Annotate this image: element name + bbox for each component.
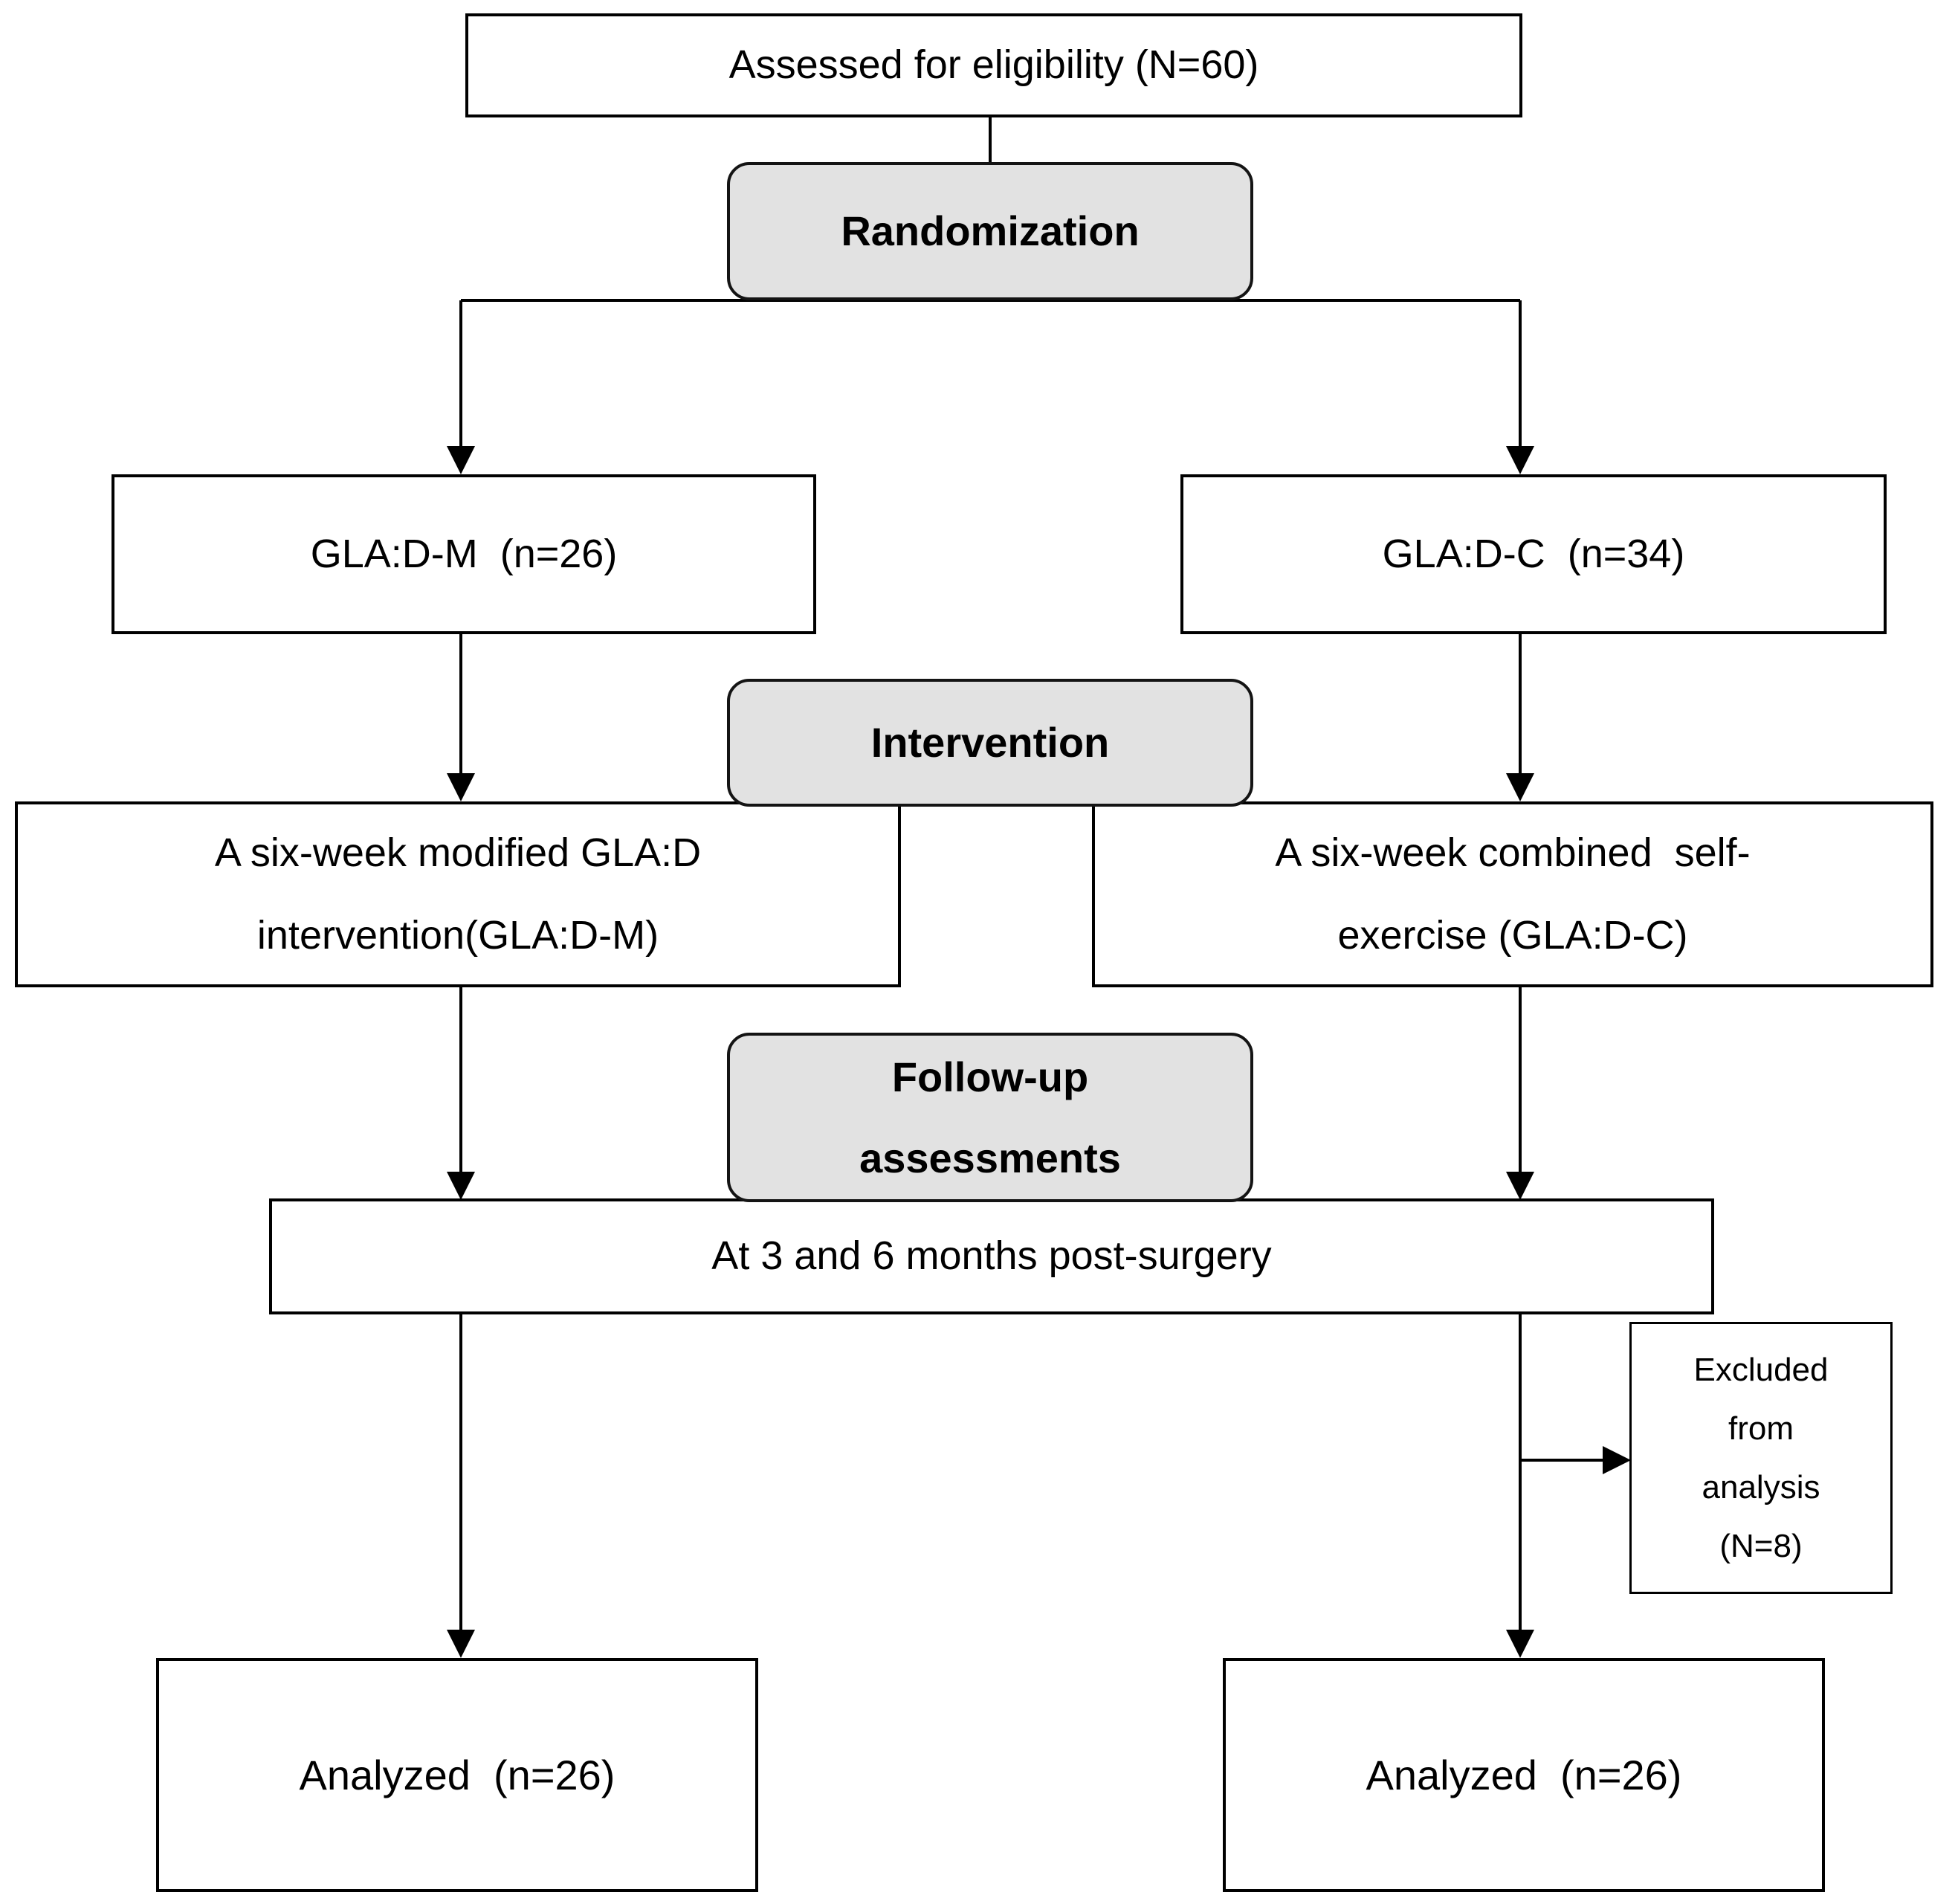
assessed-eligibility-label: Assessed for eligibility (N=60)	[728, 42, 1259, 88]
excluded-from-analysis-label: Excluded from analysis (N=8)	[1693, 1351, 1829, 1565]
timepoint-box: At 3 and 6 months post-surgery	[269, 1198, 1714, 1314]
intervention-glad-c-label: A six-week combined self- exercise (GLA:…	[1275, 830, 1751, 958]
randomization-stage-label: Randomization	[841, 207, 1140, 255]
intervention-glad-m-label: A six-week modified GLA:D intervention(G…	[214, 830, 702, 958]
analyzed-glad-c-box: Analyzed (n=26)	[1223, 1658, 1825, 1892]
intervention-stage-label: Intervention	[870, 719, 1110, 767]
arrowhead-timepoint-left	[447, 1172, 475, 1200]
arm-glad-c-label: GLA:D-C (n=34)	[1382, 531, 1685, 576]
analyzed-glad-m-box: Analyzed (n=26)	[156, 1658, 758, 1892]
excluded-from-analysis-box: Excluded from analysis (N=8)	[1629, 1322, 1893, 1594]
arrowhead-arm-left	[447, 446, 475, 474]
arm-glad-m-label: GLA:D-M (n=26)	[310, 531, 618, 576]
followup-stage-label: Follow-up assessments	[859, 1053, 1121, 1181]
intervention-glad-m-box: A six-week modified GLA:D intervention(G…	[15, 801, 901, 987]
randomization-stage-box: Randomization	[727, 162, 1253, 300]
analyzed-glad-c-label: Analyzed (n=26)	[1366, 1751, 1682, 1798]
intervention-stage-box: Intervention	[727, 679, 1253, 807]
arm-glad-c-box: GLA:D-C (n=34)	[1180, 474, 1887, 634]
intervention-glad-c-box: A six-week combined self- exercise (GLA:…	[1092, 801, 1933, 987]
analyzed-glad-m-label: Analyzed (n=26)	[299, 1751, 615, 1798]
arrowhead-timepoint-right	[1506, 1172, 1534, 1200]
arrowhead-intervention-right	[1506, 773, 1534, 801]
assessed-eligibility-box: Assessed for eligibility (N=60)	[465, 13, 1522, 117]
arrowhead-intervention-left	[447, 773, 475, 801]
followup-stage-box: Follow-up assessments	[727, 1033, 1253, 1202]
arrowhead-excluded	[1603, 1446, 1631, 1474]
arm-glad-m-box: GLA:D-M (n=26)	[112, 474, 816, 634]
timepoint-label: At 3 and 6 months post-surgery	[711, 1233, 1272, 1279]
arrowhead-arm-right	[1506, 446, 1534, 474]
arrowhead-analyzed-left	[447, 1630, 475, 1658]
arrowhead-analyzed-right	[1506, 1630, 1534, 1658]
